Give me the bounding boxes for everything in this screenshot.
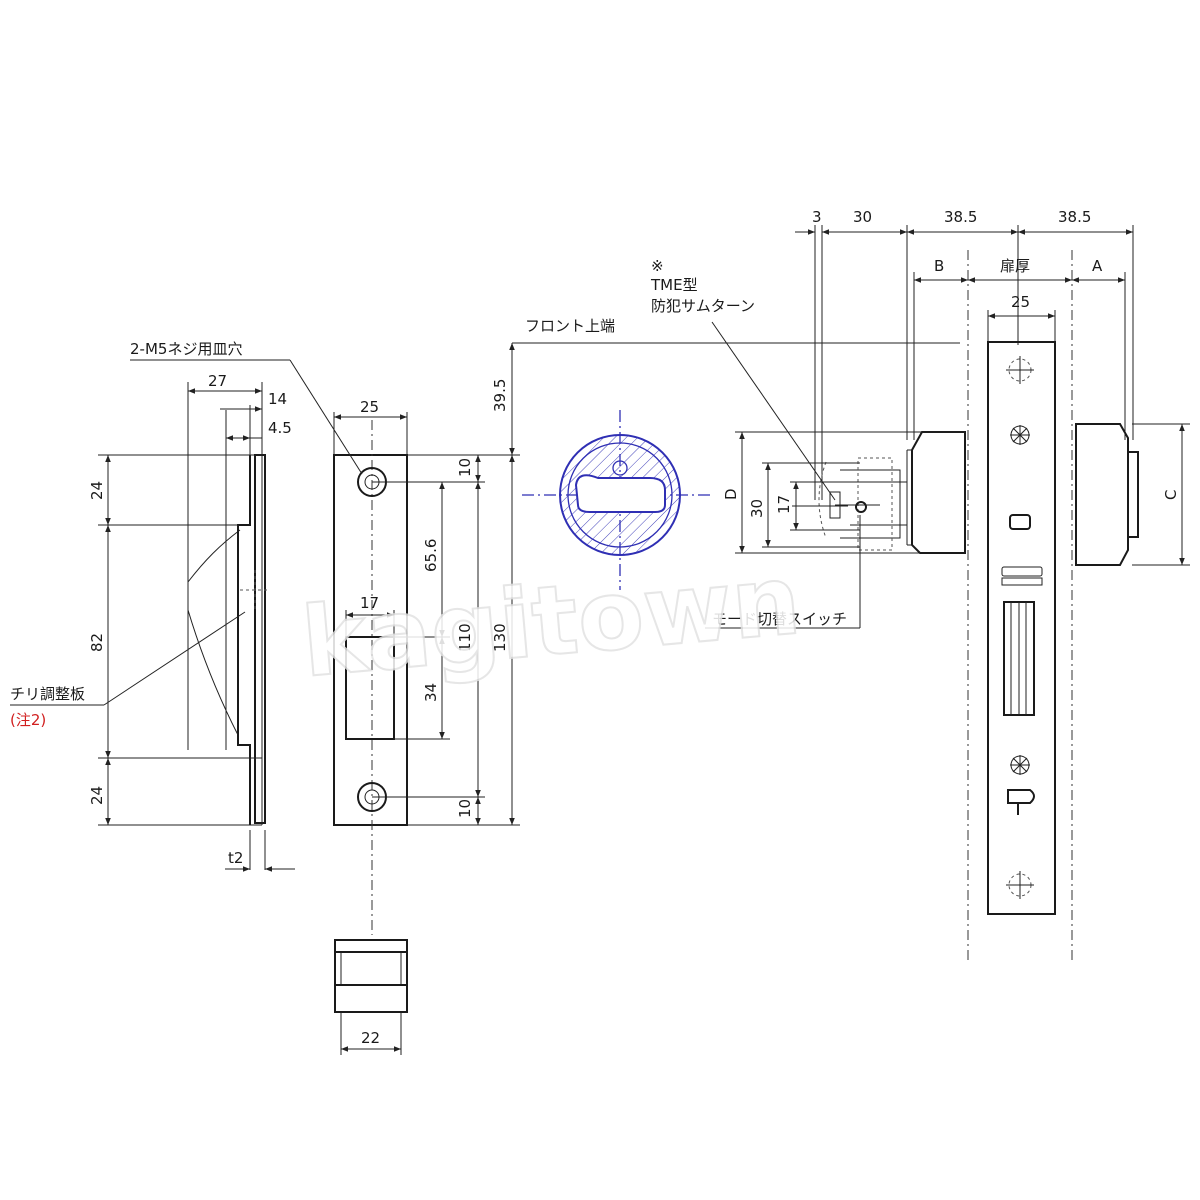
bolt-opening bbox=[345, 636, 395, 740]
screw-holes-label: 2-M5ネジ用皿穴 bbox=[130, 340, 242, 358]
dim-27: 27 bbox=[208, 372, 227, 390]
inside-escutcheon bbox=[911, 431, 966, 554]
front-plate bbox=[333, 454, 408, 826]
note-mark: ※ bbox=[651, 257, 664, 275]
dim-38-5-left: 38.5 bbox=[944, 208, 977, 226]
dim-65-6: 65.6 bbox=[422, 539, 440, 572]
front-plate-view bbox=[130, 342, 960, 1055]
dim-14: 14 bbox=[268, 390, 287, 408]
dim-24-top: 24 bbox=[88, 481, 106, 500]
mode-switch-label: モード切替スイッチ bbox=[712, 610, 847, 628]
dim-4-5: 4.5 bbox=[268, 419, 292, 437]
front-top-label: フロント上端 bbox=[525, 317, 615, 335]
callout-labels: 2-M5ネジ用皿穴 チリ調整板 (注2) フロント上端 ※ TME型 防犯サムタ… bbox=[10, 257, 847, 729]
dimension-labels: 27 14 4.5 24 82 24 t2 25 17 10 65.6 34 1… bbox=[88, 208, 1180, 1047]
dim-A: A bbox=[1092, 257, 1103, 275]
note-2-label: (注2) bbox=[10, 711, 46, 729]
chiri-plate-label: チリ調整板 bbox=[10, 685, 85, 703]
dim-3: 3 bbox=[812, 208, 822, 226]
thumbturn-view bbox=[522, 410, 712, 590]
dim-C: C bbox=[1162, 490, 1180, 500]
chiri-plate bbox=[254, 454, 266, 824]
thumbturn-label: 防犯サムターン bbox=[651, 297, 755, 315]
dim-38-5-right: 38.5 bbox=[1058, 208, 1091, 226]
dim-25-door: 25 bbox=[1011, 293, 1030, 311]
dim-10-bottom: 10 bbox=[456, 799, 474, 818]
dim-t2: t2 bbox=[228, 849, 243, 867]
dim-34: 34 bbox=[422, 683, 440, 702]
tme-type-label: TME型 bbox=[650, 276, 698, 294]
dim-39-5: 39.5 bbox=[491, 379, 509, 412]
thumbturn-knob bbox=[574, 474, 666, 513]
dim-24-bottom: 24 bbox=[88, 786, 106, 805]
dim-22: 22 bbox=[361, 1029, 380, 1047]
dim-30-side: 30 bbox=[748, 499, 766, 518]
dim-25-front: 25 bbox=[360, 398, 379, 416]
strike-box bbox=[334, 939, 408, 1013]
dim-10-top: 10 bbox=[456, 458, 474, 477]
watermark: kagitown bbox=[298, 544, 805, 699]
dim-82: 82 bbox=[88, 633, 106, 652]
dim-B: B bbox=[934, 257, 944, 275]
side-view bbox=[10, 382, 295, 872]
dim-17-side: 17 bbox=[775, 495, 793, 514]
outside-cylinder bbox=[1075, 423, 1129, 566]
dim-130: 130 bbox=[491, 623, 509, 652]
lock-case bbox=[987, 341, 1056, 915]
dim-17-front: 17 bbox=[360, 594, 379, 612]
door-section-view bbox=[705, 225, 1190, 960]
dim-110: 110 bbox=[456, 623, 474, 652]
dim-D: D bbox=[722, 488, 740, 500]
dim-30-top: 30 bbox=[853, 208, 872, 226]
door-thickness-label: 扉厚 bbox=[1000, 257, 1030, 275]
